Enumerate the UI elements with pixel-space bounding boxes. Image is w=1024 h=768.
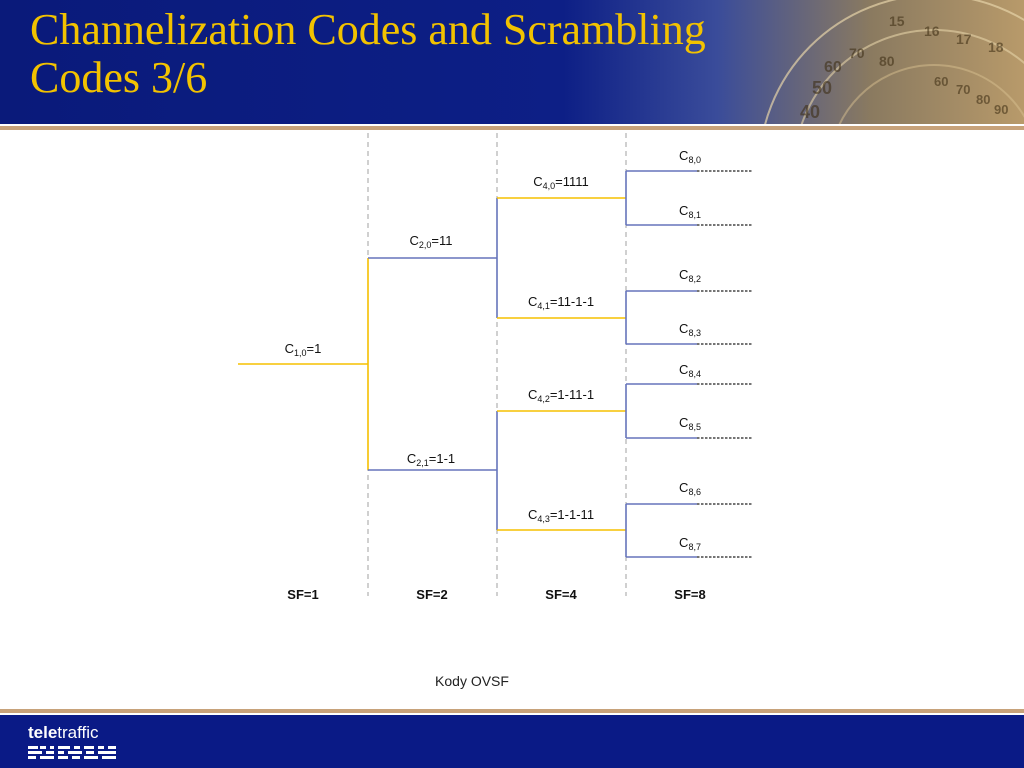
- node-label-c87: C8,7: [679, 535, 701, 552]
- node-code: =11: [431, 233, 452, 248]
- node-letter: C: [679, 321, 688, 336]
- node-label-c43: C4,3=1-1-11: [528, 507, 594, 524]
- teletraffic-logo: teletraffic: [28, 723, 120, 765]
- node-letter: C: [679, 203, 688, 218]
- header-rule-tan: [0, 126, 1024, 130]
- node-letter: C: [533, 174, 542, 189]
- node-code: =1-1: [429, 451, 455, 466]
- node-subscript: 8,0: [688, 155, 701, 165]
- dial-number: 40: [800, 102, 820, 122]
- logo-text-bold: tele: [28, 723, 58, 742]
- logo-text: teletraffic: [28, 723, 120, 743]
- title-line-2: Codes 3/6: [30, 53, 208, 102]
- node-code: =1: [307, 341, 322, 356]
- dial-number: 15: [889, 13, 905, 29]
- dial-number: 17: [956, 31, 972, 47]
- level-label-sf8: SF=8: [674, 587, 705, 602]
- logo-text-regular: traffic: [57, 723, 99, 742]
- footer-rule-tan: [0, 709, 1024, 713]
- node-letter: C: [528, 507, 537, 522]
- node-label-c42: C4,2=1-11-1: [528, 387, 594, 404]
- node-label-c86: C8,6: [679, 480, 701, 497]
- node-label-c20: C2,0=11: [410, 233, 453, 250]
- node-subscript: 4,0: [543, 181, 556, 191]
- node-letter: C: [679, 535, 688, 550]
- dial-number: 70: [956, 82, 970, 97]
- dial-number: 50: [812, 78, 832, 98]
- node-label-c40: C4,0=1111: [533, 174, 589, 191]
- node-letter: C: [410, 233, 419, 248]
- dial-number: 90: [994, 102, 1008, 117]
- title-line-1: Channelization Codes and Scrambling: [30, 5, 706, 54]
- slide-footer: teletraffic: [0, 715, 1024, 768]
- node-letter: C: [528, 294, 537, 309]
- node-code: =1-1-11: [550, 507, 594, 522]
- level-label-sf2: SF=2: [416, 587, 447, 602]
- logo-bars-icon: [28, 746, 116, 759]
- level-label-sf1: SF=1: [287, 587, 318, 602]
- node-subscript: 4,2: [537, 394, 550, 404]
- node-subscript: 8,5: [688, 422, 701, 432]
- node-subscript: 2,1: [416, 458, 429, 468]
- node-label-c84: C8,4: [679, 362, 701, 379]
- node-letter: C: [679, 148, 688, 163]
- dial-number: 60: [824, 59, 842, 76]
- footer-rule-white: [0, 713, 1024, 715]
- diagram-caption: Kody OVSF: [435, 673, 509, 689]
- node-subscript: 1,0: [294, 348, 307, 358]
- node-label-c83: C8,3: [679, 321, 701, 338]
- node-subscript: 8,7: [688, 542, 701, 552]
- node-letter: C: [528, 387, 537, 402]
- node-letter: C: [285, 341, 294, 356]
- node-subscript: 4,1: [537, 301, 550, 311]
- dial-number: 16: [924, 23, 940, 39]
- node-letter: C: [407, 451, 416, 466]
- dial-number: 80: [879, 53, 895, 69]
- header-rule-white: [0, 124, 1024, 126]
- node-code: =1-11-1: [550, 387, 594, 402]
- node-letter: C: [679, 415, 688, 430]
- node-letter: C: [679, 362, 688, 377]
- node-letter: C: [679, 480, 688, 495]
- node-subscript: 8,2: [688, 274, 701, 284]
- node-code: =1111: [555, 174, 589, 189]
- dial-number: 60: [934, 74, 948, 89]
- node-label-c10: C1,0=1: [285, 341, 322, 358]
- level-label-sf4: SF=4: [545, 587, 577, 602]
- node-subscript: 8,3: [688, 328, 701, 338]
- node-label-c82: C8,2: [679, 267, 701, 284]
- node-label-c41: C4,1=11-1-1: [528, 294, 594, 311]
- node-code: =11-1-1: [550, 294, 594, 309]
- node-subscript: 8,4: [688, 369, 701, 379]
- node-label-c21: C2,1=1-1: [407, 451, 455, 468]
- dial-number: 70: [849, 45, 865, 61]
- node-subscript: 8,1: [688, 210, 701, 220]
- ovsf-code-tree: C1,0=1C2,0=11C2,1=1-1C4,0=1111C4,1=11-1-…: [238, 133, 753, 689]
- dial-gauge-image: 15 16 17 18 60 70 80 50 40 60 70 80 90: [763, 0, 1024, 126]
- dial-number: 18: [988, 39, 1004, 55]
- node-letter: C: [679, 267, 688, 282]
- node-subscript: 2,0: [419, 240, 432, 250]
- node-label-c85: C8,5: [679, 415, 701, 432]
- node-subscript: 4,3: [537, 514, 550, 524]
- node-label-c81: C8,1: [679, 203, 701, 220]
- dial-number: 80: [976, 92, 990, 107]
- node-label-c80: C8,0: [679, 148, 701, 165]
- node-subscript: 8,6: [688, 487, 701, 497]
- slide-title: Channelization Codes and Scrambling Code…: [30, 6, 706, 102]
- slide-header: 15 16 17 18 60 70 80 50 40 60 70 80 90 Channelizatio…: [0, 0, 1024, 126]
